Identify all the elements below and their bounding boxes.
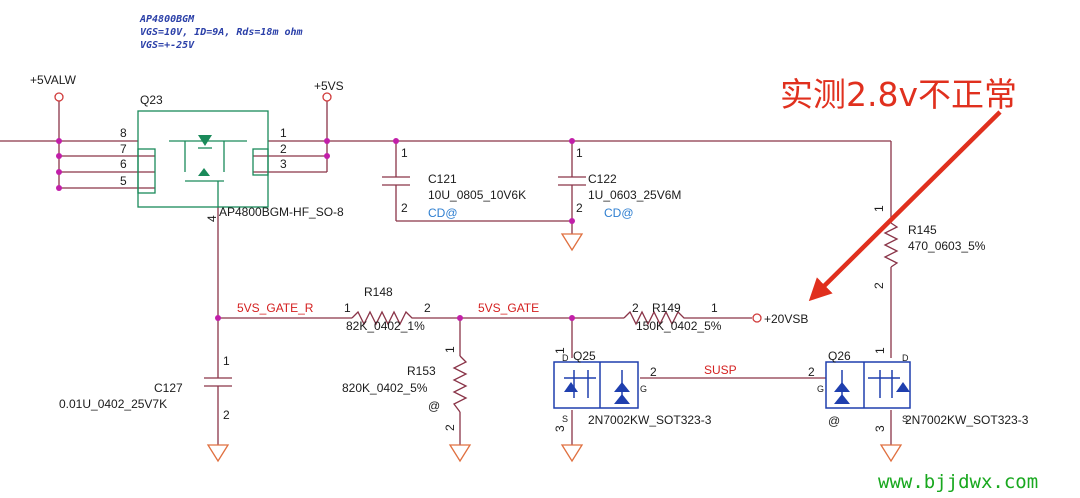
q25-mosfet: Q25 D S G 2 1 3 2N7002KW_SOT323-3 <box>553 347 712 432</box>
port-5vs: +5VS <box>314 79 344 102</box>
q25-part: 2N7002KW_SOT323-3 <box>588 413 712 427</box>
q23-ref: Q23 <box>140 93 163 107</box>
c127-pin1: 1 <box>223 354 230 368</box>
c121-capacitor: 1 2 C121 10U_0805_10V6K CD@ <box>382 146 526 220</box>
r148-resistor: 1 2 R148 82K_0402_1% <box>344 285 431 333</box>
port-20vsb: +20VSB <box>752 312 808 326</box>
q26-pin-g: 2 <box>808 365 815 379</box>
q26-ref: Q26 <box>828 349 851 363</box>
r145-resistor: 1 2 R145 470_0603_5% <box>872 205 986 289</box>
q26-mosfet: Q26 D S G 2 1 3 2N7002KW_SOT323-3 @ <box>808 347 1029 432</box>
q23-pin-4: 4 <box>205 215 219 222</box>
q23-pin-2: 2 <box>280 142 287 156</box>
c122-pin1: 1 <box>576 146 583 160</box>
q25-s-label: S <box>562 414 568 424</box>
junctions <box>56 138 575 321</box>
r153-resistor: 1 2 R153 820K_0402_5% @ <box>342 346 468 431</box>
r149-pin1: 1 <box>711 301 718 315</box>
q23-pin-1: 1 <box>280 126 287 140</box>
r149-ref: R149 <box>652 301 681 315</box>
r153-bom: @ <box>428 399 440 413</box>
r145-pin1: 1 <box>872 205 886 212</box>
c122-pin2: 2 <box>576 201 583 215</box>
c122-value: 1U_0603_25V6M <box>588 188 681 202</box>
port-5vs-label: +5VS <box>314 79 344 93</box>
q23-pin-3: 3 <box>280 157 287 171</box>
r149-resistor: 2 1 R149 150K_0402_5% <box>623 301 722 333</box>
c121-ref: C121 <box>428 172 457 186</box>
r153-value: 820K_0402_5% <box>342 381 428 395</box>
r148-ref: R148 <box>364 285 393 299</box>
c121-pin1: 1 <box>401 146 408 160</box>
q26-g-label: G <box>817 384 824 394</box>
c127-value: 0.01U_0402_25V7K <box>59 397 167 411</box>
q26-pin-d: 1 <box>873 347 887 354</box>
r145-value: 470_0603_5% <box>908 239 986 253</box>
q25-d-label: D <box>562 353 569 363</box>
c127-ref: C127 <box>154 381 183 395</box>
net-5vs-gate: 5VS_GATE <box>478 301 539 315</box>
port-5valw: +5VALW <box>30 73 77 102</box>
c122-ref: C122 <box>588 172 617 186</box>
c127-capacitor: 1 2 C127 0.01U_0402_25V7K <box>59 354 232 422</box>
r153-ref: R153 <box>407 364 436 378</box>
q26-d-label: D <box>902 353 909 363</box>
wires <box>0 101 892 445</box>
q26-s-label: S <box>902 414 908 424</box>
c121-bom: CD@ <box>428 206 458 220</box>
ground-symbols <box>206 233 903 463</box>
q25-pin-g: 2 <box>650 365 657 379</box>
annotation-text: 实测2.8v不正常 <box>780 75 1017 114</box>
q23-spec-line1: VGS=10V, ID=9A, Rds=18m ohm <box>140 27 303 38</box>
r148-pin1: 1 <box>344 301 351 315</box>
q23-spec-name: AP4800BGM <box>139 14 195 25</box>
r149-value: 150K_0402_5% <box>636 319 722 333</box>
c121-value: 10U_0805_10V6K <box>428 188 526 202</box>
r153-pin2: 2 <box>443 424 457 431</box>
q26-bom: @ <box>828 414 840 428</box>
port-20vsb-label: +20VSB <box>764 312 808 326</box>
q26-part: 2N7002KW_SOT323-3 <box>905 413 1029 427</box>
q23-spec-line2: VGS=+-25V <box>140 40 195 51</box>
q23-pin-6: 6 <box>120 157 127 171</box>
r149-pin2: 2 <box>632 301 639 315</box>
r148-pin2: 2 <box>424 301 431 315</box>
r145-ref: R145 <box>908 223 937 237</box>
c122-bom: CD@ <box>604 206 634 220</box>
annotation-arrow <box>808 110 1002 302</box>
r145-pin2: 2 <box>872 282 886 289</box>
c121-pin2: 2 <box>401 201 408 215</box>
watermark: www.bjjdwx.com <box>878 471 1038 493</box>
q23-pin-8: 8 <box>120 126 127 140</box>
q23-pin-5: 5 <box>120 174 127 188</box>
q23-pin-7: 7 <box>120 142 127 156</box>
r148-value: 82K_0402_1% <box>346 319 425 333</box>
q25-pin-s: 3 <box>553 425 567 432</box>
q23-part: AP4800BGM-HF_SO-8 <box>219 205 344 219</box>
q23-mosfet: AP4800BGM VGS=10V, ID=9A, Rds=18m ohm VG… <box>120 14 344 222</box>
r153-pin1: 1 <box>443 346 457 353</box>
q25-pin-d: 1 <box>553 347 567 354</box>
net-susp: SUSP <box>704 363 737 377</box>
q26-pin-s: 3 <box>873 425 887 432</box>
net-5vs-gate-r: 5VS_GATE_R <box>237 301 314 315</box>
c122-capacitor: 1 2 C122 1U_0603_25V6M CD@ <box>558 146 681 220</box>
q25-g-label: G <box>640 384 647 394</box>
port-5valw-label: +5VALW <box>30 73 77 87</box>
c127-pin2: 2 <box>223 408 230 422</box>
q25-ref: Q25 <box>573 349 596 363</box>
